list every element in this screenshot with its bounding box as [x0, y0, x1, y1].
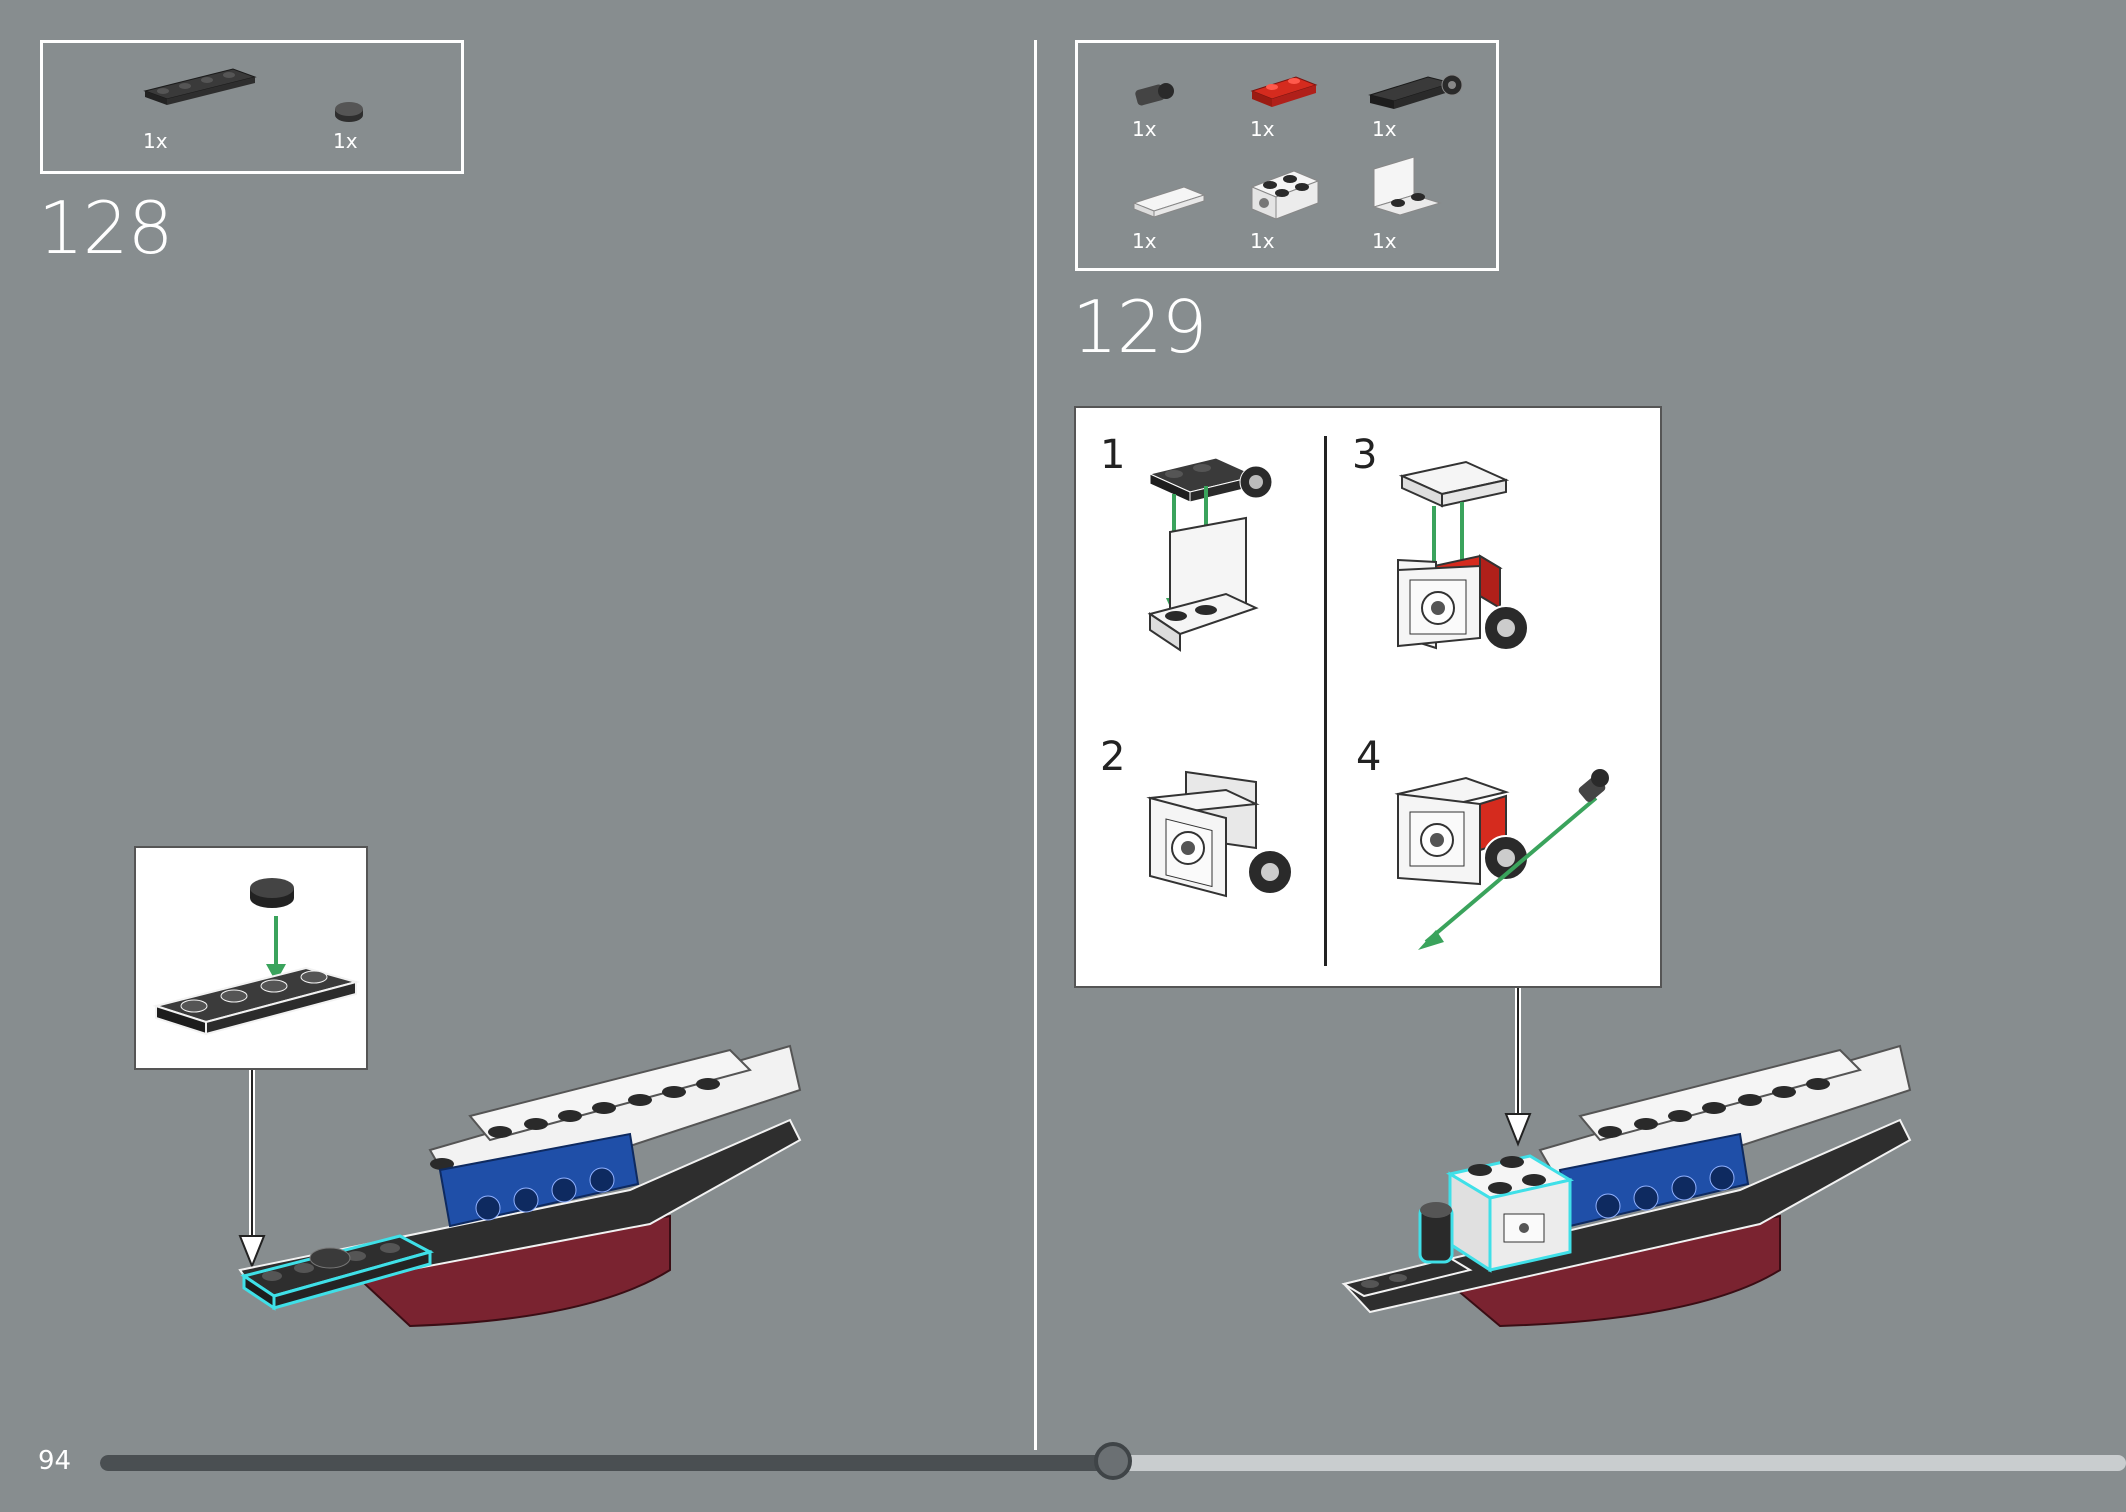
- substep-3-illustration: [1397, 460, 1529, 651]
- progress-fill: [100, 1455, 1113, 1471]
- page-number: 94: [38, 1446, 72, 1476]
- callout-129: 1 2 3: [1074, 406, 1662, 988]
- page-divider: [1034, 40, 1037, 1450]
- part-qty: 1x: [1132, 229, 1157, 253]
- part-qty: 1x: [1372, 117, 1397, 141]
- step-number-129: 129: [1072, 285, 1207, 369]
- part-qty: 1x: [143, 129, 168, 153]
- part-qty: 1x: [1250, 117, 1275, 141]
- substep-number: 1: [1100, 432, 1126, 478]
- boat-model-128: [238, 1044, 802, 1328]
- callout-divider: [1324, 436, 1327, 966]
- plate-1x4-icon: [143, 68, 257, 105]
- substep-number: 4: [1356, 734, 1382, 780]
- plate-with-pin-hole-icon: [1368, 74, 1463, 109]
- plate-1x4-icon: [152, 966, 360, 1036]
- red-plate-icon: [1250, 76, 1318, 107]
- round-tile-icon: [335, 102, 363, 122]
- part-qty: 1x: [1132, 117, 1157, 141]
- boat-model-129: [1341, 1044, 1912, 1328]
- progress-handle[interactable]: [1094, 1442, 1132, 1480]
- white-tile-icon: [1132, 186, 1206, 218]
- substep-4-illustration: [1394, 769, 1609, 950]
- substep-1-illustration: [1147, 457, 1273, 652]
- part-qty: 1x: [1372, 229, 1397, 253]
- part-qty: 1x: [1250, 229, 1275, 253]
- substep-2-illustration: [1146, 770, 1293, 898]
- pointer-arrow: [1504, 988, 1532, 1147]
- part-qty: 1x: [333, 129, 358, 153]
- parts-list-129: 1x 1x 1x 1x 1x 1x: [1075, 40, 1499, 271]
- parts-list-128: 1x 1x: [40, 40, 464, 174]
- callout-128: [134, 846, 368, 1070]
- substep-number: 3: [1352, 432, 1378, 478]
- down-arrow-icon: [266, 916, 286, 982]
- round-tile-icon: [250, 878, 294, 908]
- bracket-icon: [1372, 156, 1442, 216]
- brick-with-hole-icon: [1250, 170, 1320, 220]
- substep-number: 2: [1100, 734, 1126, 780]
- step-number-128: 128: [38, 186, 173, 270]
- pointer-arrow: [238, 1070, 266, 1269]
- pin-connector-icon: [1135, 83, 1174, 106]
